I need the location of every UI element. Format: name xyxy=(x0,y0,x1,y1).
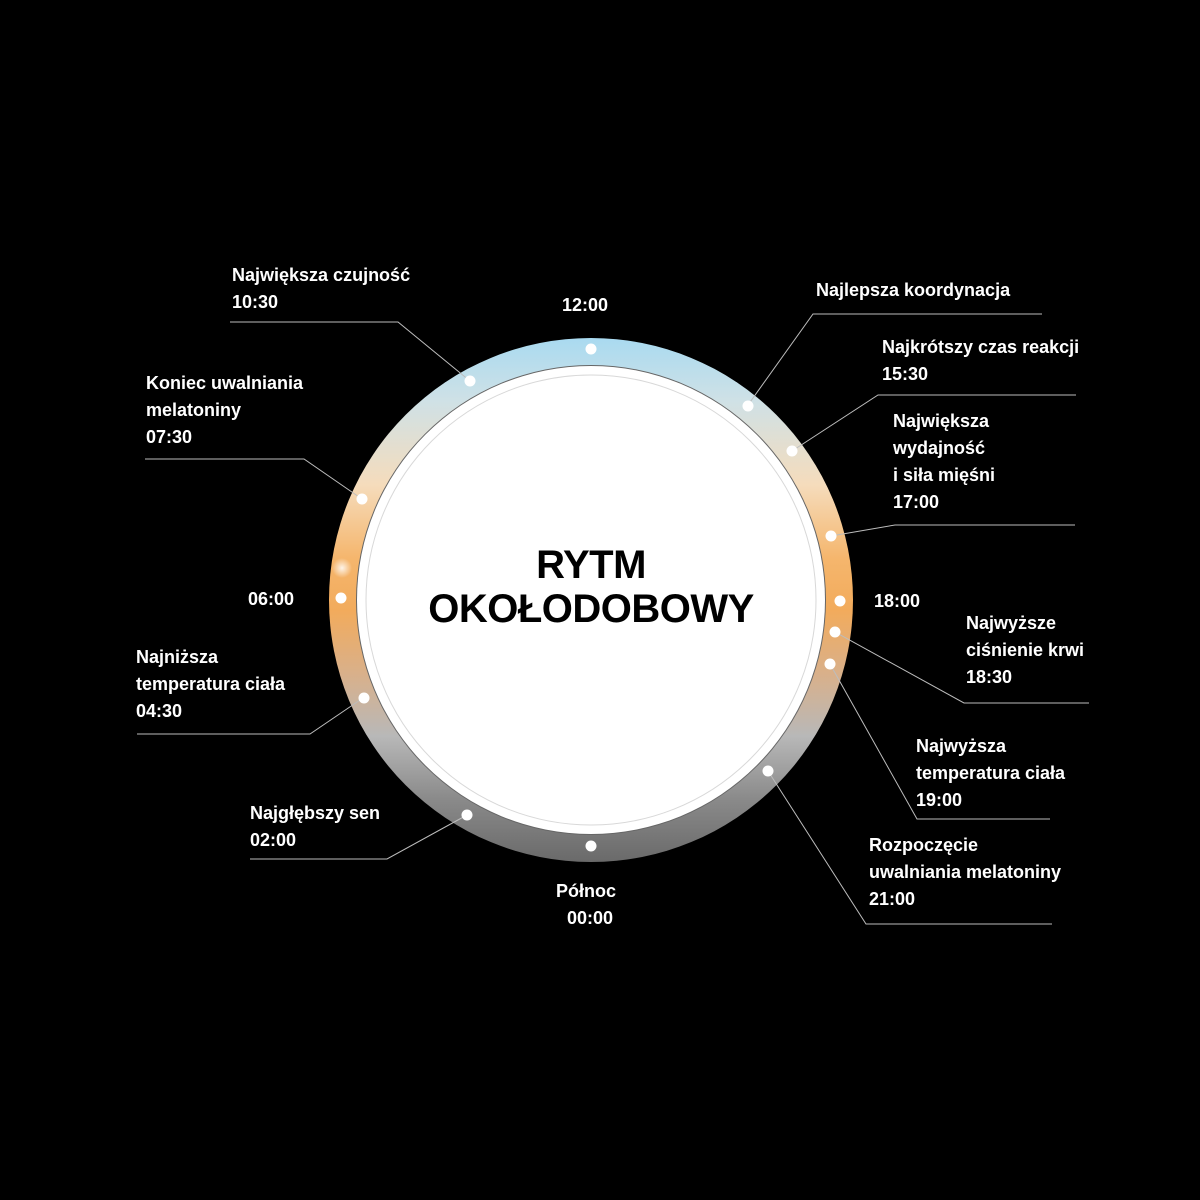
event-time: 21:00 xyxy=(869,889,916,909)
title-line-2: OKOŁODOBOWY xyxy=(428,587,754,631)
title-line-1: RYTM xyxy=(536,543,646,587)
event-title: Najwyższa xyxy=(916,736,1007,756)
hour-label: Północ xyxy=(556,881,617,901)
center-inner-line xyxy=(365,374,817,826)
leader-line-coordination xyxy=(747,313,1042,406)
event-alertness: Największa czujność 10:30 xyxy=(232,262,410,316)
dot-coordination xyxy=(742,400,754,412)
event-title: Najkrótszy czas reakcji xyxy=(882,337,1080,357)
event-title: melatoniny xyxy=(146,400,242,420)
event-title: wydajność xyxy=(893,438,986,458)
leader-line-strength xyxy=(830,524,1075,537)
leader-line-blood-pressure xyxy=(834,631,1089,704)
event-title: Największa xyxy=(893,411,990,431)
event-time: 18:30 xyxy=(966,667,1013,687)
event-title: Najgłębszy sen xyxy=(250,803,381,823)
dot-reaction xyxy=(786,445,798,457)
dot-melatonin-start xyxy=(762,765,774,777)
event-title: uwalniania melatoniny xyxy=(869,862,1062,882)
event-title: Rozpoczęcie xyxy=(869,835,979,855)
event-time: 07:30 xyxy=(146,427,193,447)
event-time: 17:00 xyxy=(893,492,940,512)
hour-mark-midnight: Północ 00:00 xyxy=(556,878,616,932)
event-title: Najwyższe xyxy=(966,613,1057,633)
event-coordination: Najlepsza koordynacja xyxy=(816,277,1010,304)
dot-highest-temp xyxy=(824,658,836,670)
event-title: ciśnienie krwi xyxy=(966,640,1085,660)
dot-strength xyxy=(825,530,837,542)
dot-lowest-temp xyxy=(358,692,370,704)
leader-line-lowest-temp xyxy=(137,697,364,735)
leader-line-melatonin-start xyxy=(767,770,1052,925)
hour-mark-six-pm: 18:00 xyxy=(874,588,920,615)
dot-noon xyxy=(585,343,597,355)
leader-line-melatonin-end xyxy=(145,458,363,500)
dot-midnight xyxy=(585,840,597,852)
event-time: 02:00 xyxy=(250,830,297,850)
event-blood-pressure: Najwyższe ciśnienie krwi 18:30 xyxy=(966,610,1084,691)
hour-mark-six-am: 06:00 xyxy=(248,586,294,613)
event-time: 04:30 xyxy=(136,701,183,721)
event-highest-temp: Najwyższa temperatura ciała 19:00 xyxy=(916,733,1065,814)
hour-label: 12:00 xyxy=(562,295,609,315)
event-time: 19:00 xyxy=(916,790,963,810)
event-time: 10:30 xyxy=(232,292,279,312)
hour-label: 06:00 xyxy=(248,589,295,609)
event-deepest-sleep: Najgłębszy sen 02:00 xyxy=(250,800,380,854)
event-title: temperatura ciała xyxy=(916,763,1066,783)
leader-line-deepest-sleep xyxy=(250,814,468,860)
hour-label: 18:00 xyxy=(874,591,921,611)
center-disc xyxy=(357,366,825,834)
dot-six-am xyxy=(335,592,347,604)
leader-line-reaction xyxy=(791,394,1076,452)
event-title: Największa czujność xyxy=(232,265,411,285)
event-strength: Największa wydajność i siła mięśni 17:00 xyxy=(893,408,995,516)
diagram-title: RYTM OKOŁODOBOWY xyxy=(391,543,791,631)
event-reaction: Najkrótszy czas reakcji 15:30 xyxy=(882,334,1079,388)
dot-alertness xyxy=(464,375,476,387)
event-melatonin-start: Rozpoczęcie uwalniania melatoniny 21:00 xyxy=(869,832,1061,913)
event-time: 15:30 xyxy=(882,364,929,384)
dot-deepest-sleep xyxy=(461,809,473,821)
dot-melatonin-end xyxy=(356,493,368,505)
leader-line-highest-temp xyxy=(829,663,1050,820)
event-title: temperatura ciała xyxy=(136,674,286,694)
event-melatonin-end: Koniec uwalniania melatoniny 07:30 xyxy=(146,370,303,451)
event-title: i siła mięśni xyxy=(893,465,996,485)
event-title: Najlepsza koordynacja xyxy=(816,280,1011,300)
dot-six-pm xyxy=(834,595,846,607)
event-title: Najniższa xyxy=(136,647,219,667)
leader-line-alertness xyxy=(230,321,471,382)
event-title: Koniec uwalniania xyxy=(146,373,304,393)
hour-time: 00:00 xyxy=(566,908,614,928)
hour-mark-noon: 12:00 xyxy=(562,292,608,319)
sun-glow xyxy=(332,558,352,578)
event-lowest-temp: Najniższa temperatura ciała 04:30 xyxy=(136,644,285,725)
dot-blood-pressure xyxy=(829,626,841,638)
